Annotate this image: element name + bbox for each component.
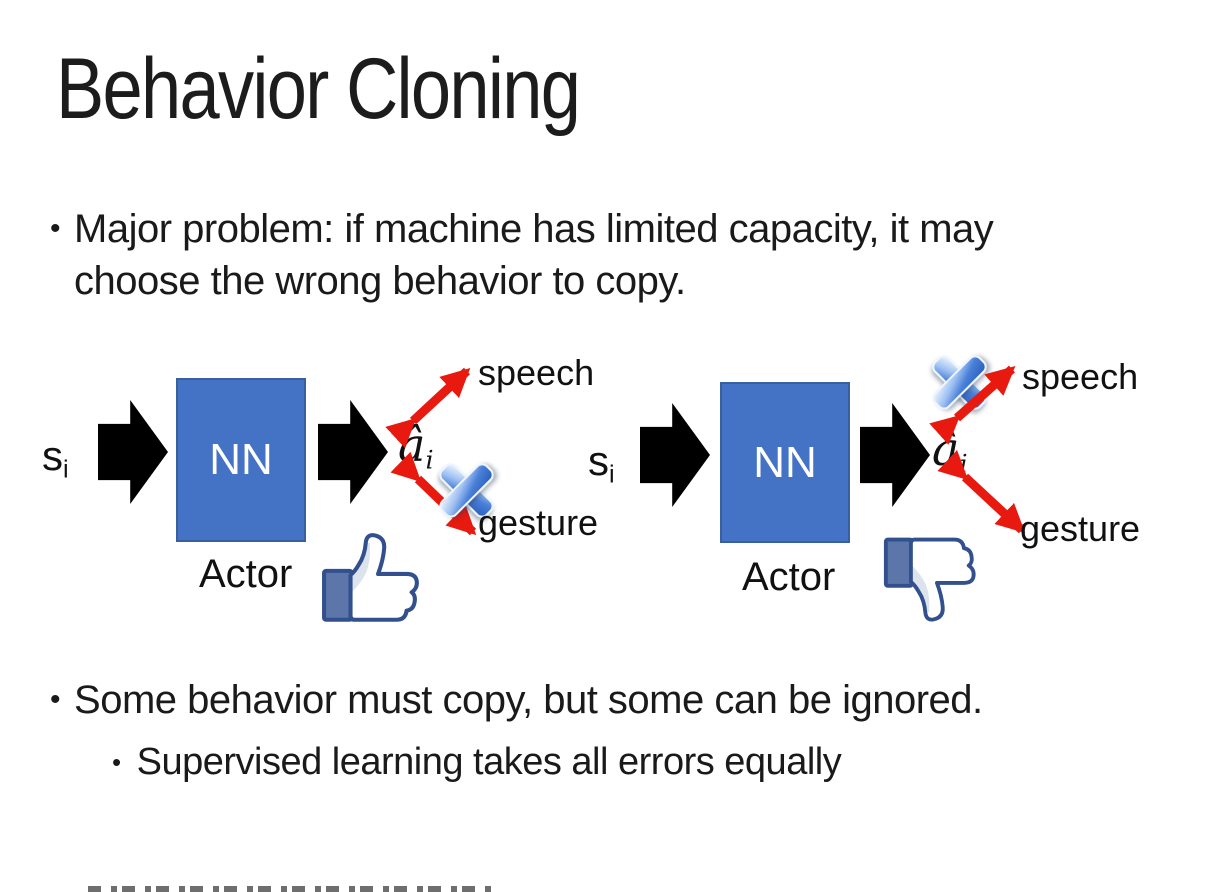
thumbs-down-icon <box>883 537 976 622</box>
bullet-glyph: • <box>50 212 61 245</box>
block-arrow-icon <box>318 400 388 504</box>
bullet-text: Some behavior must copy, but some can be… <box>74 678 983 722</box>
nn-box: NN <box>720 382 850 543</box>
nn-label: NN <box>753 437 817 487</box>
speech-label: speech <box>478 352 595 393</box>
bullet-text: Supervised learning takes all errors equ… <box>136 741 842 783</box>
block-arrow-icon <box>640 403 710 507</box>
double-arrow-speech <box>385 367 471 449</box>
state-input-label: si <box>42 432 69 484</box>
bullet-supervised-learning: • Supervised learning takes all errors e… <box>112 738 842 786</box>
double-arrow-speech <box>929 365 1016 445</box>
block-arrow-icon <box>860 403 930 507</box>
bullet-text: Major problem: if machine has limited ca… <box>74 207 994 303</box>
gesture-label: gesture <box>478 502 599 543</box>
bullet-some-behavior: • Some behavior must copy, but some can … <box>50 674 983 726</box>
bullet-glyph: • <box>50 683 61 716</box>
speech-label: speech <box>1022 356 1139 397</box>
nn-box: NN <box>176 378 306 542</box>
nn-label: NN <box>209 435 273 484</box>
slide-title: Behavior Cloning <box>56 41 581 137</box>
bullet-glyph: • <box>112 747 121 777</box>
actor-label: Actor <box>742 555 836 599</box>
double-arrow-gesture <box>937 449 1026 534</box>
gesture-label: gesture <box>1020 508 1141 549</box>
bullet-major-problem: • Major problem: if machine has limited … <box>50 203 1024 307</box>
truncated-text-line <box>88 886 492 892</box>
thumbs-up-icon <box>322 533 419 622</box>
state-input-label: si <box>588 437 615 489</box>
block-arrow-icon <box>98 400 168 504</box>
actor-label: Actor <box>199 552 293 596</box>
